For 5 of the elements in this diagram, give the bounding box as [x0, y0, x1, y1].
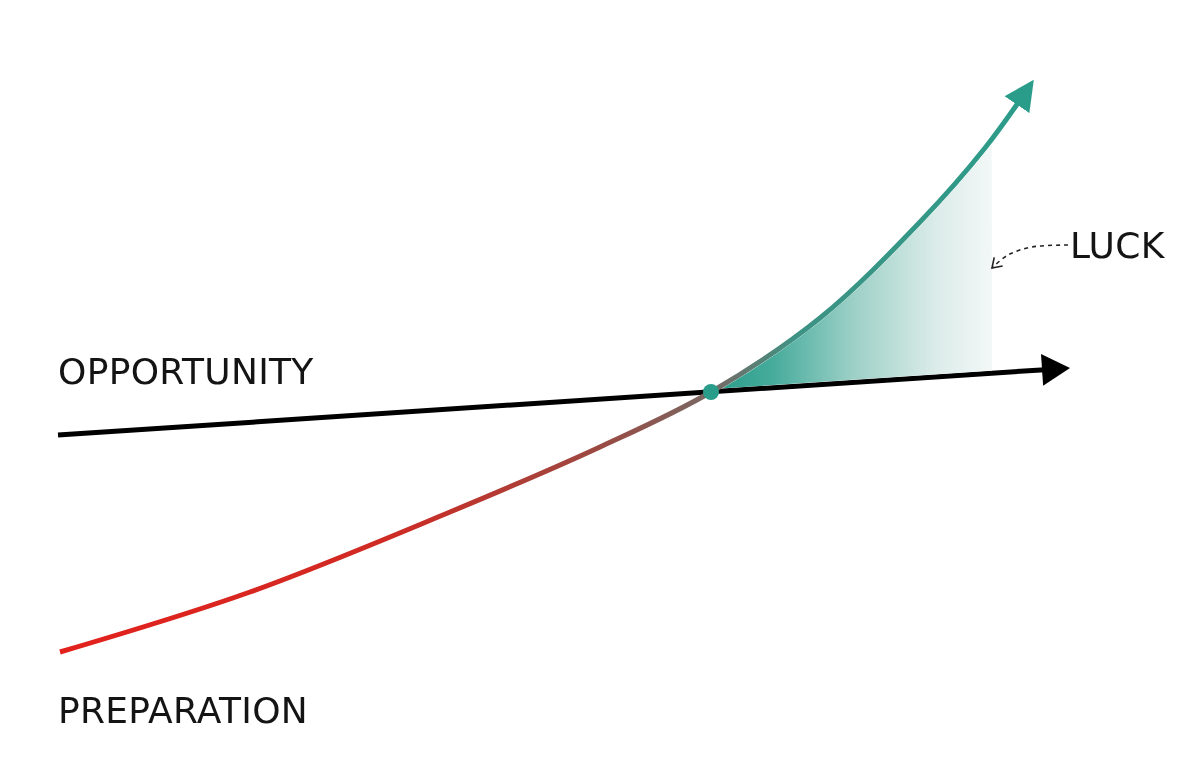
shaded-area — [723, 143, 992, 389]
line-label: PREPARATION — [58, 693, 309, 729]
leader-line — [991, 244, 1069, 269]
callout-text: LUCK — [1070, 228, 1165, 264]
line-label: OPPORTUNITY — [58, 354, 314, 390]
